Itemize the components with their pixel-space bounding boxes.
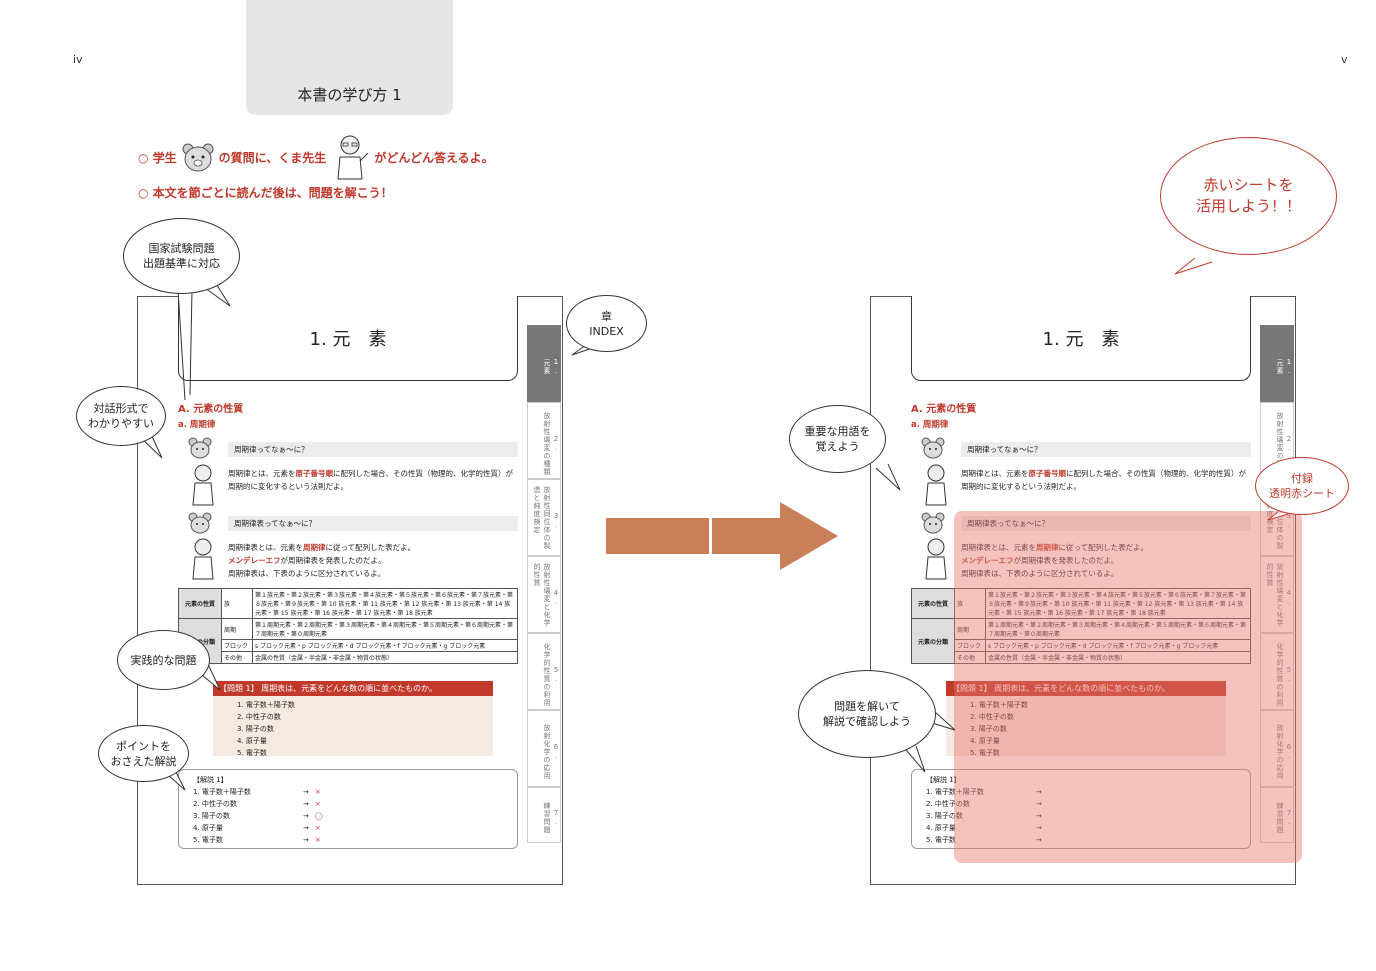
section-heading: A. 元素の性質	[911, 404, 977, 415]
index-tab-1[interactable]: 1.元素	[1260, 325, 1294, 402]
callout-red-sheet-appendix: 付録 透明赤シート	[1255, 457, 1349, 515]
problem-title: 【問題 1】 周期表は、元素をどんな数の順に並べたものか。	[946, 681, 1226, 696]
section-heading: A. 元素の性質	[178, 404, 244, 415]
chapter-title-box: 1. 元 素	[911, 296, 1251, 381]
index-tab-7[interactable]: 7.練習問題	[527, 787, 561, 843]
callout-important-terms: 重要な用語を 覚えよう	[789, 405, 886, 473]
chapter-title: 1. 元 素	[309, 329, 387, 350]
question-1: 周期律ってなぁ〜に？	[228, 442, 518, 457]
answer-2: 周期律表とは、元素を周期律に従って配列した表だよ。 メンデレーエフが周期律表を発…	[961, 543, 1149, 578]
intro-line-1: ○ 学生 の質問に、くま先生 がどんどん答えるよ。	[138, 135, 494, 180]
index-tab-1[interactable]: 1.元素	[527, 325, 561, 402]
sample-page-left: 1. 元 素 1.元素 2.放射性壊変の種類 3.放射性同位体の製造と純度検定 …	[137, 296, 563, 885]
index-tab-6[interactable]: 6.放射化学の応用	[527, 710, 561, 787]
periodic-table-classification: 元素の性質族第１族元素・第２族元素・第３族元素・第４族元素・第５族元素・第６族元…	[911, 588, 1251, 664]
bear-student-icon	[182, 143, 214, 172]
right-arrow-icon	[606, 502, 838, 570]
subsection-heading: a. 周期律	[178, 420, 216, 430]
index-tab-4[interactable]: 4.放射性壊変と化学的性質	[527, 556, 561, 633]
page-number-right: v	[1341, 53, 1348, 66]
sample-page-right: 1. 元 素 1.元素 2.放射性壊変の種類 3.放射性同位体の製造と純度検定 …	[870, 296, 1302, 885]
index-tab-7[interactable]: 7.練習問題	[1260, 787, 1294, 843]
index-tab-4[interactable]: 4.放射性壊変と化学的性質	[1260, 556, 1294, 633]
bear-student-icon	[188, 512, 212, 534]
bear-teacher-icon	[192, 464, 214, 506]
bear-student-icon	[188, 437, 212, 459]
bear-teacher-icon	[925, 538, 947, 580]
index-tab-5[interactable]: 5.化学的性質の利用	[527, 633, 561, 710]
chapter-title: 1. 元 素	[1042, 329, 1120, 350]
index-tab-3[interactable]: 3.放射性同位体の製造と純度検定	[527, 479, 561, 556]
periodic-table-classification: 元素の性質族第１族元素・第２族元素・第３族元素・第４族元素・第５族元素・第６族元…	[178, 588, 518, 664]
problem-title: 【問題 1】 周期表は、元素をどんな数の順に並べたものか。	[213, 681, 493, 696]
callout-solve-and-check: 問題を解いて 解説で確認しよう	[798, 670, 936, 758]
red-sheet-overlay	[954, 511, 1302, 863]
answer-1: 周期律とは、元素を原子番号順に配列した場合、その性質（物理的、化学的性質）が周期…	[961, 469, 1246, 491]
solution-box: 【解説 1】 1. 電子数＋陽子数→× 2. 中性子の数→× 3. 陽子の数→◯…	[178, 769, 518, 849]
answer-2: 周期律表とは、元素を周期律に従って配列した表だよ。 メンデレーエフが周期律表を発…	[228, 543, 416, 578]
bear-student-icon	[921, 512, 945, 534]
page-number-left: iv	[73, 53, 83, 66]
question-1: 周期律ってなぁ〜に？	[961, 442, 1251, 457]
callout-practical-problems: 実践的な問題	[117, 630, 210, 690]
bear-teacher-icon	[925, 464, 947, 506]
chapter-title-box: 1. 元 素	[178, 296, 518, 381]
bear-teacher-icon	[337, 135, 369, 180]
question-2: 周期律表ってなぁ〜に？	[228, 516, 518, 531]
bear-student-icon	[921, 437, 945, 459]
index-tab-2[interactable]: 2.放射性壊変の種類	[527, 402, 561, 479]
subsection-heading: a. 周期律	[911, 420, 949, 430]
question-2: 周期律表ってなぁ〜に？	[961, 516, 1251, 531]
index-tab-5[interactable]: 5.化学的性質の利用	[1260, 633, 1294, 710]
callout-key-explanation: ポイントを おさえた解説	[98, 725, 189, 782]
callout-dialog-format: 対話形式で わかりやすい	[76, 386, 166, 446]
intro-line-1-a: ○ 学生	[138, 150, 177, 165]
answer-1: 周期律とは、元素を原子番号順に配列した場合、その性質（物理的、化学的性質）が周期…	[228, 469, 513, 491]
intro-line-1-c: がどんどん答えるよ。	[374, 150, 494, 165]
bear-teacher-icon	[192, 538, 214, 580]
solution-box: 【解説 1】 1. 電子数＋陽子数→ 2. 中性子の数→ 3. 陽子の数→ 4.…	[911, 769, 1251, 849]
page-title: 本書の学び方 1	[246, 0, 453, 115]
intro-line-2: ○ 本文を節ごとに読んだ後は、問題を解こう！	[138, 186, 393, 200]
key-term: 原子番号順	[295, 469, 334, 478]
callout-chapter-index: 章 INDEX	[566, 295, 647, 352]
chapter-index-tabs: 1.元素 2.放射性壊変の種類 3.放射性同位体の製造と純度検定 4.放射性壊変…	[527, 325, 561, 843]
callout-exam-standard: 国家試験問題 出題基準に対応	[123, 218, 240, 294]
callout-red-sheet: 赤いシートを 活用しよう！！	[1160, 137, 1337, 255]
chapter-index-tabs: 1.元素 2.放射性壊変の種類 3.放射性同位体の製造と純度検定 4.放射性壊変…	[1260, 325, 1294, 843]
index-tab-6[interactable]: 6.放射化学の応用	[1260, 710, 1294, 787]
intro-line-1-b: の質問に、くま先生	[218, 150, 327, 165]
